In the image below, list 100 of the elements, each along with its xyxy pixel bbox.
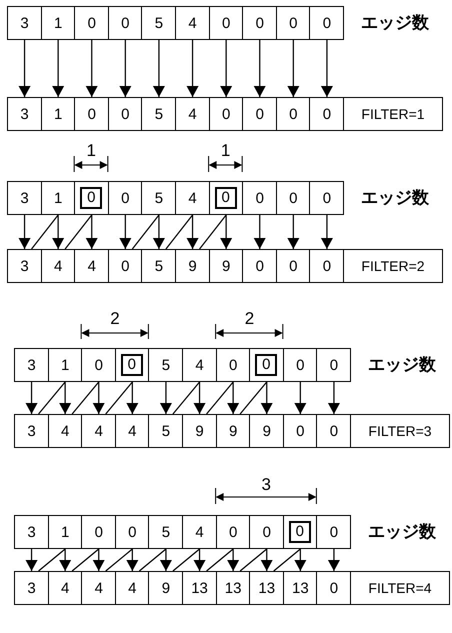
number-cell: 5 <box>148 515 184 549</box>
connector-line <box>38 382 66 414</box>
number-cell: 0 <box>242 6 278 40</box>
number-cell: 0 <box>108 249 143 283</box>
row-label: エッジ数 <box>361 14 429 32</box>
number-cell: 0 <box>108 97 143 131</box>
number-cell: 13 <box>249 571 284 605</box>
number-cell: 4 <box>175 181 210 215</box>
arrow <box>220 215 232 249</box>
number-cell: 9 <box>182 414 218 448</box>
arrow <box>320 40 333 97</box>
arrow <box>260 549 273 571</box>
arrow <box>18 215 31 249</box>
number-cell: 5 <box>141 97 176 131</box>
filter-cell: FILTER=1 <box>343 97 443 131</box>
number-cell: 0 <box>309 181 344 215</box>
number-cell: 4 <box>182 348 218 382</box>
number-cell: 0 <box>249 515 284 549</box>
connector-line <box>240 548 268 572</box>
row-label: エッジ数 <box>368 524 436 540</box>
number-cell: 0 <box>242 97 278 131</box>
number-cell: 9 <box>148 571 184 605</box>
arrow <box>194 549 206 571</box>
dimension-label: 3 <box>262 476 271 492</box>
arrow <box>119 215 132 249</box>
connector-line <box>138 548 166 572</box>
number-cell: 9 <box>208 249 244 283</box>
arrow <box>126 549 138 571</box>
arrow <box>320 215 333 249</box>
connector-line <box>72 548 100 572</box>
number-cell: 3 <box>14 414 50 448</box>
number-cell: 1 <box>48 515 83 549</box>
arrow <box>18 40 31 97</box>
number-cell: 3 <box>7 181 42 215</box>
number-cell <box>282 515 318 549</box>
number-cell: 0 <box>208 97 244 131</box>
number-cell: 9 <box>175 249 210 283</box>
number-cell: 0 <box>74 97 110 131</box>
number-cell: 4 <box>40 249 76 283</box>
number-cell: 0 <box>309 249 344 283</box>
arrow <box>119 40 132 97</box>
arrow <box>260 382 273 414</box>
arrow <box>254 215 266 249</box>
dimension-label: 2 <box>110 310 120 326</box>
arrow <box>328 382 340 414</box>
number-cell: 0 <box>242 249 278 283</box>
highlight-box: 0 <box>288 520 311 542</box>
arrow <box>52 215 64 249</box>
number-cell: 5 <box>141 6 176 40</box>
number-cell: 0 <box>309 97 344 131</box>
highlight-box: 0 <box>80 186 102 208</box>
number-cell <box>114 348 150 382</box>
number-cell: 0 <box>276 181 311 215</box>
number-cell: 3 <box>7 6 42 40</box>
number-cell <box>74 181 110 215</box>
arrow <box>92 549 105 571</box>
number-cell: 0 <box>282 348 318 382</box>
dimension-label: 1 <box>86 142 96 158</box>
number-cell: 13 <box>216 571 251 605</box>
number-cell: 1 <box>40 181 76 215</box>
number-cell: 4 <box>114 414 150 448</box>
highlight-box: 0 <box>120 354 143 376</box>
number-cell: 0 <box>74 6 110 40</box>
arrow <box>287 215 300 249</box>
connector-line <box>273 548 301 572</box>
dimension-label: 1 <box>220 142 230 158</box>
number-cell: 4 <box>48 571 83 605</box>
arrow <box>220 40 232 97</box>
number-cell: 0 <box>316 414 352 448</box>
number-cell: 4 <box>114 571 150 605</box>
number-cell: 0 <box>242 181 278 215</box>
connector-line <box>38 548 66 572</box>
number-cell: 0 <box>309 6 344 40</box>
number-cell: 0 <box>81 515 116 549</box>
arrow <box>26 382 38 414</box>
number-cell: 0 <box>216 348 251 382</box>
number-cell: 3 <box>14 515 50 549</box>
arrow <box>287 40 300 97</box>
connector-line <box>105 548 133 572</box>
dimension-label: 2 <box>244 310 254 326</box>
arrow <box>26 549 38 571</box>
arrow <box>59 549 72 571</box>
arrow <box>294 382 306 414</box>
arrow <box>227 382 240 414</box>
arrow <box>92 382 105 414</box>
number-cell: 5 <box>148 414 184 448</box>
number-cell: 4 <box>81 571 116 605</box>
number-cell: 1 <box>48 348 83 382</box>
arrow <box>86 215 98 249</box>
number-cell: 0 <box>216 515 251 549</box>
number-cell: 0 <box>81 348 116 382</box>
number-cell: 1 <box>40 97 76 131</box>
number-cell: 3 <box>7 249 42 283</box>
connector-line <box>172 548 200 572</box>
arrow <box>186 40 199 97</box>
number-cell: 9 <box>216 414 251 448</box>
arrow <box>194 382 206 414</box>
number-cell: 5 <box>141 181 176 215</box>
connector-line <box>240 382 268 414</box>
highlight-box: 0 <box>255 354 278 376</box>
